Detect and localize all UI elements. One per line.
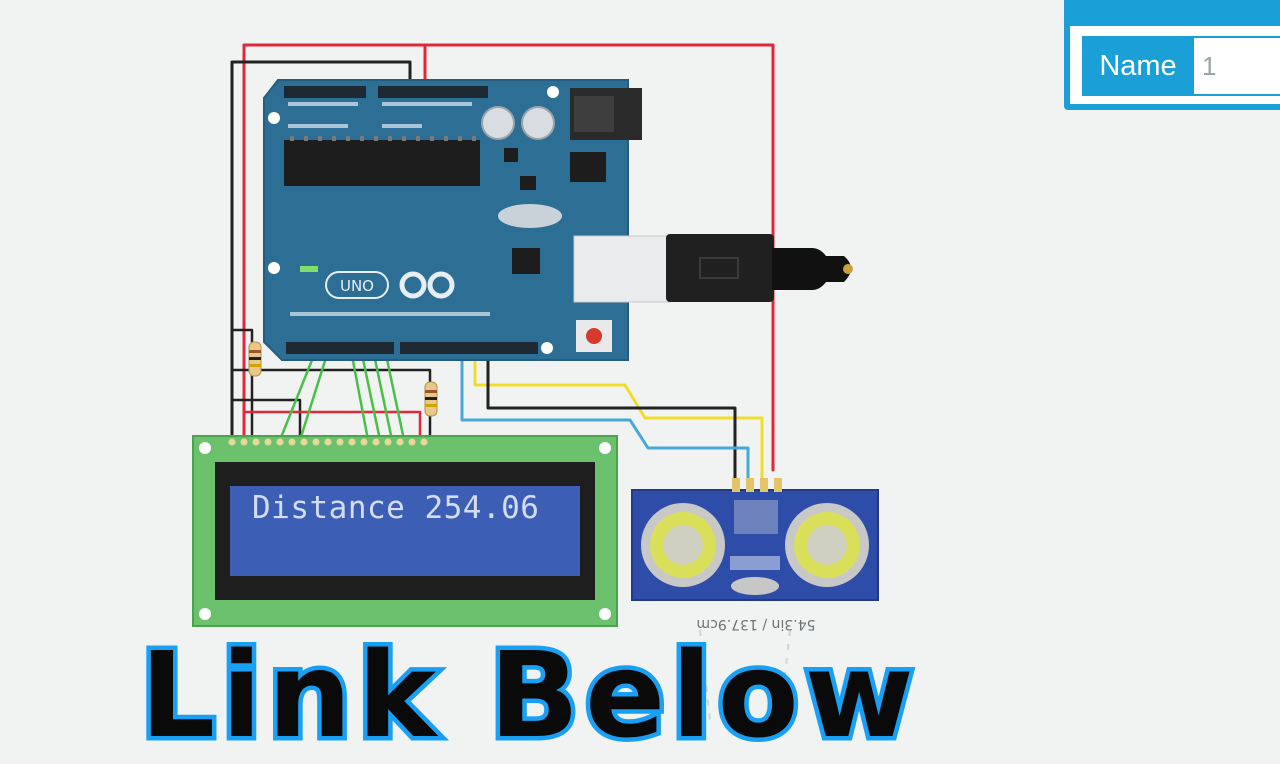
properties-row: Name: [1070, 26, 1280, 104]
wire-black-sensor: [486, 343, 737, 480]
usb-cable-icon[interactable]: [573, 234, 853, 303]
wire-black-lcd-c: [230, 398, 302, 442]
arduino-logo-icon: UNO: [325, 271, 455, 299]
wire-black-lcd-a: [230, 328, 254, 442]
wire-blue-echo: [460, 343, 750, 480]
range-guides: [699, 629, 791, 720]
resistor-1[interactable]: [248, 341, 262, 377]
name-label: Name: [1082, 36, 1194, 96]
name-input[interactable]: [1194, 36, 1280, 96]
ultrasonic-transducer-icon: [785, 503, 869, 587]
svg-text:UNO: UNO: [340, 277, 374, 295]
arduino-uno-board[interactable]: UNO: [263, 79, 642, 361]
ultrasonic-transducer-icon: [641, 503, 725, 587]
ultrasonic-sensor[interactable]: [631, 478, 879, 601]
wire-red-lcd: [242, 410, 422, 442]
reset-button-icon[interactable]: [576, 320, 612, 352]
lcd-display-text: Distance 254.06: [252, 490, 540, 526]
lcd-module[interactable]: [192, 435, 618, 627]
wire-black-lcd-b: [230, 368, 432, 442]
link-below-banner: Link Below: [136, 626, 920, 764]
wire-black-gnd: [230, 60, 412, 442]
wire-yellow-trig: [473, 343, 764, 480]
properties-panel: Name: [1064, 0, 1280, 110]
resistor-2[interactable]: [424, 381, 438, 417]
circuit-canvas[interactable]: UNO: [0, 0, 1280, 720]
